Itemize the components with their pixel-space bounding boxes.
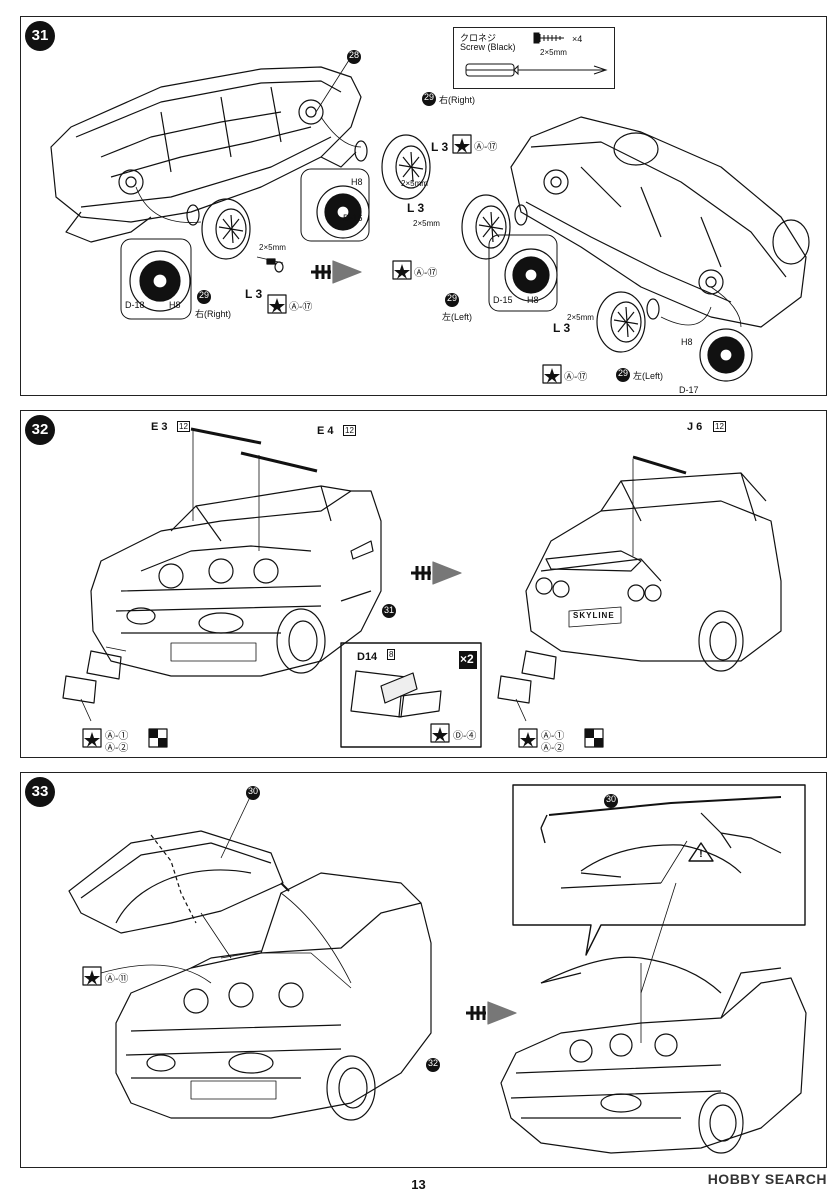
paint-a11: Ⓐ-⑪: [105, 974, 129, 985]
plate-text: SKYLINE: [573, 611, 615, 620]
quantity-x2: ×2: [460, 652, 474, 666]
part-h8: H8: [527, 295, 539, 305]
l3-label: L 3: [431, 140, 449, 154]
l3-label: L 3: [407, 201, 425, 215]
part-h12: 12: [713, 421, 726, 432]
paint-d4: Ⓓ-④: [453, 731, 477, 742]
body-ref-32: 32: [428, 1058, 439, 1068]
part-e3: E 3: [151, 421, 168, 433]
part-d17: D-17: [679, 385, 699, 395]
step-31-illustration: [50, 50, 810, 384]
tire-ref-29: 29: [199, 290, 210, 300]
part-d16: D-16: [343, 213, 363, 223]
left-label: 左(Left): [442, 312, 473, 322]
page-number: 13: [411, 1177, 426, 1192]
hood-ref-30: 30: [248, 786, 259, 796]
part-e4: E 4: [317, 425, 334, 437]
screw-illustration: [465, 32, 608, 77]
part-d18: D-18: [125, 300, 145, 310]
paint-code: Ⓐ-⑰: [564, 372, 588, 383]
step-32-illustration: [62, 427, 782, 748]
tire-ref-29: 29: [618, 368, 629, 378]
screw-note-jp: クロネジ: [460, 33, 497, 43]
screw-size: 2×5mm: [567, 313, 594, 322]
part-h8: H8: [681, 337, 693, 347]
part-h8: H8: [169, 300, 181, 310]
right-label: 右(Right): [439, 95, 476, 105]
step-number-badge: 33: [25, 777, 55, 807]
screw-size: 2×5mm: [259, 243, 286, 252]
warning-icon: !: [699, 848, 703, 860]
part-d15: D-15: [493, 295, 513, 305]
screw-note-box: クロネジ Screw (Black) 2×5mm ×4: [453, 27, 615, 89]
l3-label: L 3: [553, 321, 571, 335]
right-label: 右(Right): [195, 309, 232, 319]
part-ref-28: 28: [349, 50, 360, 60]
part-d14: D14: [357, 651, 378, 663]
step-32-panel: 32: [20, 410, 827, 758]
paint-a1: Ⓐ-①: [105, 731, 129, 742]
paint-code: Ⓐ-⑰: [414, 268, 438, 279]
screw-note-en: Screw (Black): [460, 42, 516, 52]
step-33-panel: 33: [20, 772, 827, 1168]
step-number-badge: 32: [25, 415, 55, 445]
l3-label: L 3: [245, 287, 263, 301]
paint-a1: Ⓐ-①: [541, 731, 565, 742]
tire-ref-29: 29: [424, 92, 435, 102]
left-label: 左(Left): [633, 371, 664, 381]
screw-size: 2×5mm: [413, 219, 440, 228]
screw-size: 2×5mm: [401, 179, 428, 188]
step-33-illustration: [68, 784, 807, 1154]
paint-a2: Ⓐ-②: [541, 743, 565, 754]
part-h8: 8: [387, 649, 396, 660]
part-h8: H8: [351, 177, 363, 187]
paint-code: Ⓐ-⑰: [474, 142, 498, 153]
part-h12: 12: [177, 421, 190, 432]
part-h12: 12: [343, 425, 356, 436]
paint-a2: Ⓐ-②: [105, 743, 129, 754]
paint-code: Ⓐ-⑰: [289, 302, 313, 313]
tire-ref-29: 29: [447, 293, 458, 303]
step-number-badge: 31: [25, 21, 55, 51]
step-31-panel: 31 クロネジ Screw (Black) 2×5mm ×4: [20, 16, 827, 396]
body-ref-31: 31: [384, 605, 395, 615]
hood-ref-30: 30: [606, 794, 617, 804]
watermark-logo: HOBBY SEARCH: [707, 1171, 827, 1187]
screw-note-count: ×4: [572, 34, 583, 44]
screw-note-size: 2×5mm: [540, 48, 567, 57]
part-j6: J 6: [687, 421, 703, 433]
